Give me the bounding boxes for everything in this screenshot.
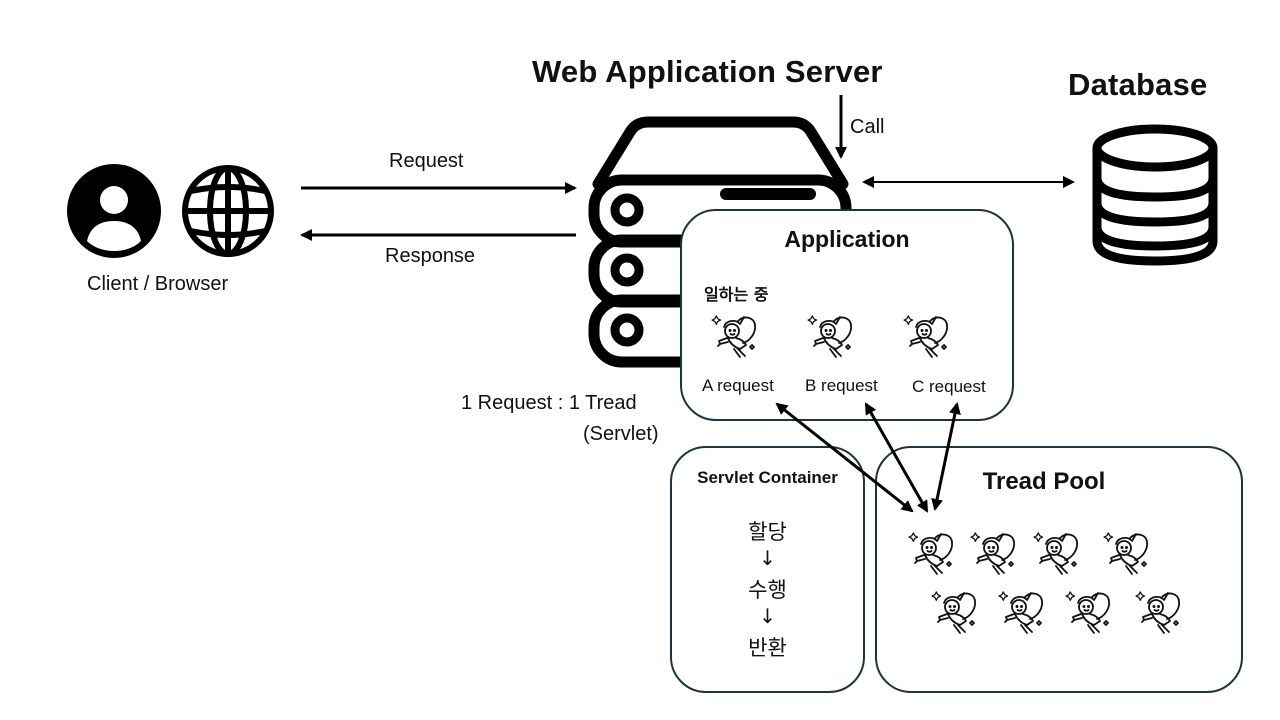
application-title: Application [784, 226, 910, 252]
mapping-line2: (Servlet) [583, 423, 659, 445]
step-return: 반환 [748, 636, 787, 660]
request-label: Request [389, 150, 464, 172]
step-execute: 수행 [748, 578, 787, 602]
step-arrow: ↓ [759, 604, 776, 628]
user-circle-icon [67, 164, 161, 258]
client-label: Client / Browser [87, 273, 229, 295]
thread-arrow-a [775, 402, 914, 513]
call-label: Call [850, 116, 885, 138]
thread-arrow-b [864, 402, 929, 513]
was-title: Web Application Server [532, 54, 883, 89]
application-status: 일하는 중 [704, 285, 769, 304]
mapping-line1: 1 Request : 1 Tread [461, 392, 637, 414]
step-arrow: ↓ [759, 546, 776, 570]
thread-arrow-c [931, 402, 961, 511]
response-label: Response [385, 245, 476, 267]
worker-label-b: B request [805, 376, 878, 395]
database-title: Database [1068, 67, 1208, 102]
step-allocate: 할당 [748, 520, 787, 544]
worker-label-c: C request [912, 377, 986, 396]
thread-pool-title: Tread Pool [982, 468, 1106, 495]
globe-icon [182, 165, 274, 257]
database-icon [1092, 124, 1218, 266]
worker-label-a: A request [702, 376, 774, 395]
